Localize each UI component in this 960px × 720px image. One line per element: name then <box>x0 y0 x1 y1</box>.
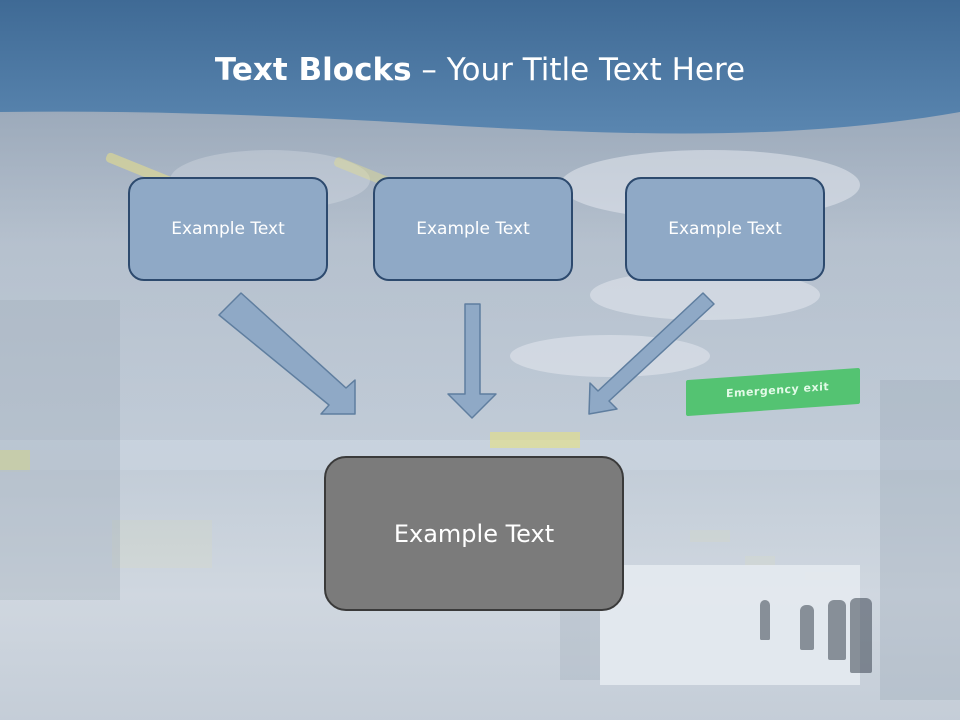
text-block-main[interactable]: Example Text <box>324 456 624 611</box>
header-banner <box>0 0 960 134</box>
text-block-3-label: Example Text <box>668 219 782 239</box>
arrow-right <box>588 292 715 415</box>
arrow-left <box>218 292 356 415</box>
text-block-main-label: Example Text <box>393 519 555 548</box>
text-block-2-label: Example Text <box>416 219 530 239</box>
page-title: Text Blocks – Your Title Text Here <box>0 52 960 88</box>
text-block-1-label: Example Text <box>171 219 285 239</box>
text-block-3[interactable]: Example Text <box>625 177 825 281</box>
text-block-2[interactable]: Example Text <box>373 177 573 281</box>
text-block-1[interactable]: Example Text <box>128 177 328 281</box>
title-bold: Text Blocks <box>214 52 412 88</box>
title-dash: – <box>411 52 447 88</box>
title-rest: Your Title Text Here <box>446 52 746 88</box>
arrow-middle <box>447 303 497 419</box>
